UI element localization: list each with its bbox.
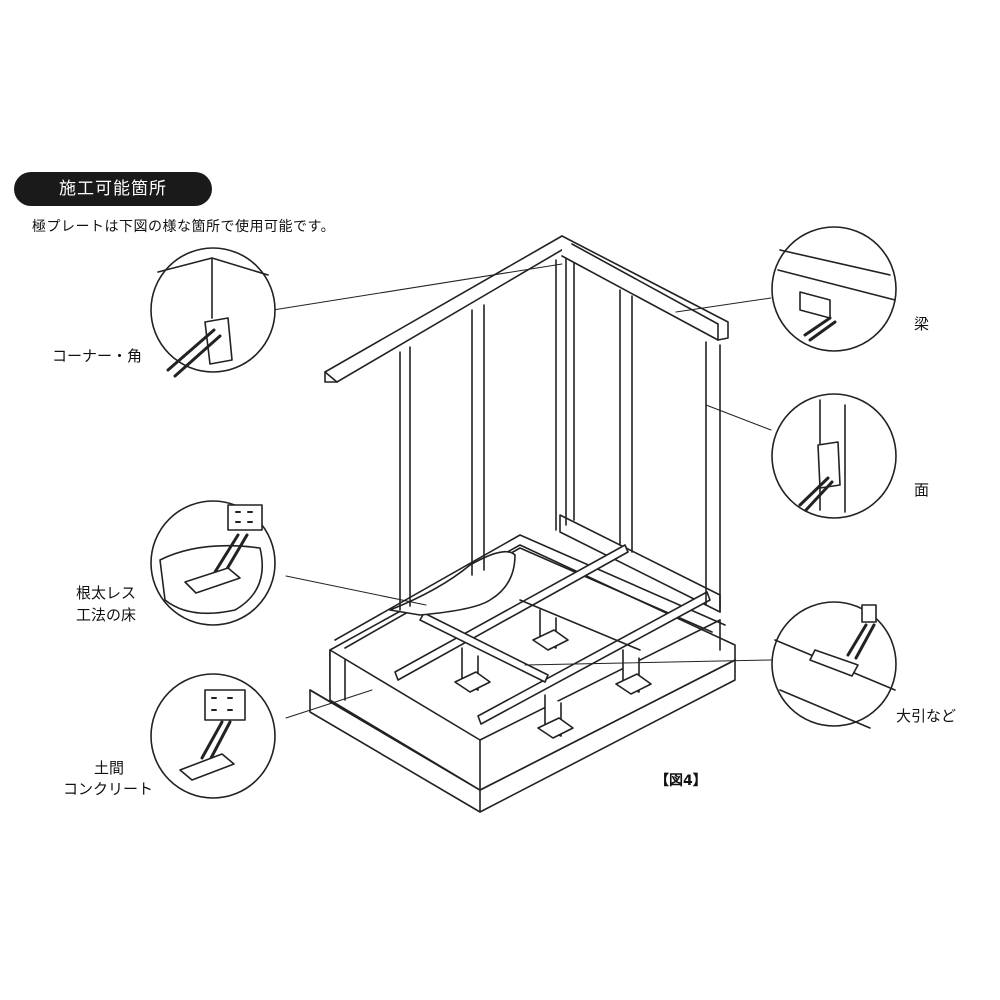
label-sill: 大引など (896, 707, 957, 725)
stud-left-2 (472, 305, 484, 575)
section-heading: 施工可能箇所 (14, 172, 212, 206)
label-concrete-2: コンクリート (63, 780, 154, 798)
joist-1 (395, 545, 628, 680)
leader-lines (273, 264, 771, 718)
label-floor-1: 根太レス (76, 584, 137, 602)
top-beam-left (325, 236, 572, 382)
stud-center (556, 255, 574, 530)
detail-floor (151, 501, 275, 625)
label-beam: 梁 (914, 315, 930, 333)
joist-2 (478, 592, 710, 724)
detail-beam (772, 227, 896, 351)
detail-sill (772, 602, 896, 728)
detail-surface (772, 394, 896, 518)
detail-corner (151, 248, 275, 376)
label-floor-2: 工法の床 (76, 606, 137, 624)
intro-text: 極プレートは下図の様な箇所で使用可能です。 (32, 219, 336, 235)
label-concrete-1: 土間 (94, 759, 125, 777)
stud-left-1 (400, 347, 410, 610)
figure-label: 【図4】 (655, 773, 707, 789)
stud-right-2 (706, 342, 720, 612)
label-corner: コーナー・角 (52, 347, 143, 365)
label-surface: 面 (914, 481, 930, 499)
detail-concrete (151, 674, 275, 798)
building-frame (310, 236, 735, 812)
stud-right-1 (620, 290, 632, 552)
